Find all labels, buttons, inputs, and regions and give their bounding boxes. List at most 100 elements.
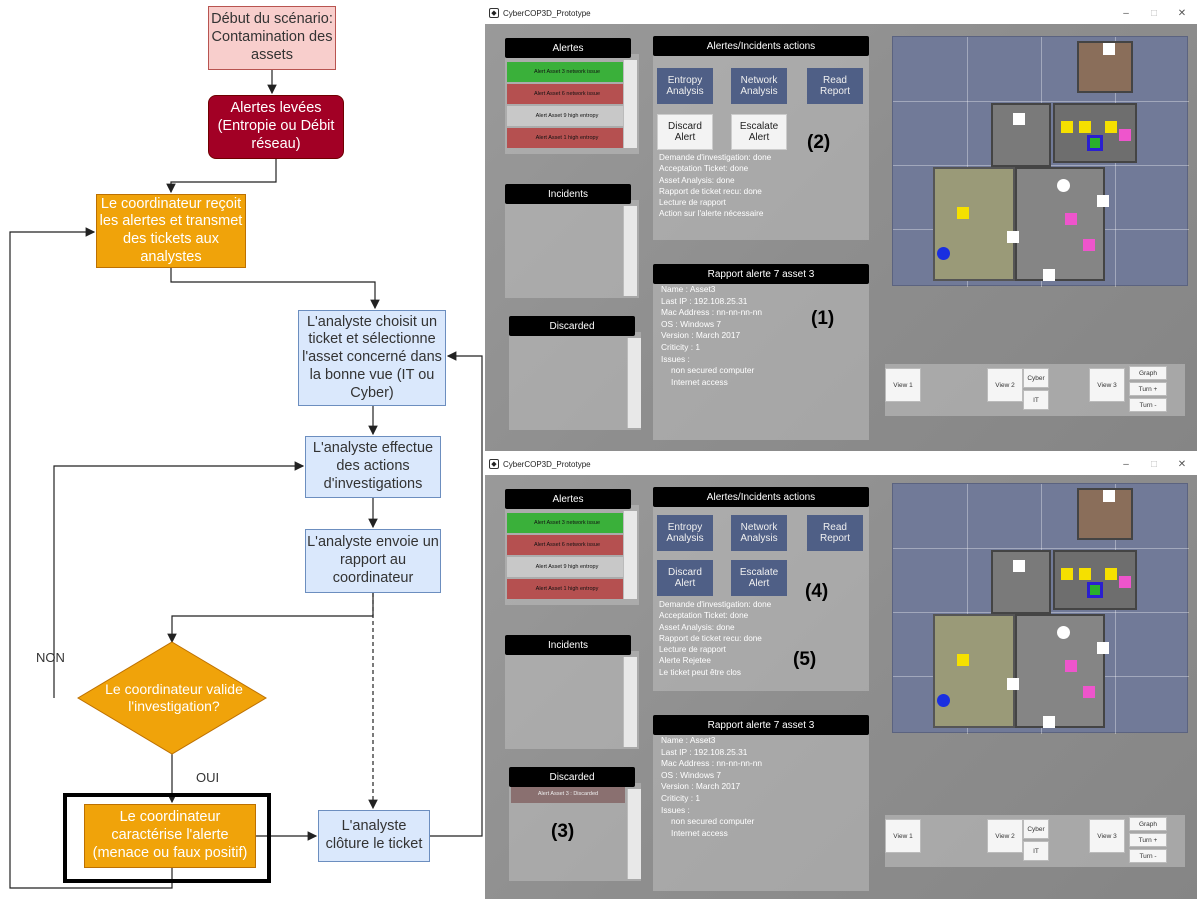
- asset-marker[interactable]: [957, 654, 969, 666]
- selected-asset-marker[interactable]: [1087, 582, 1103, 598]
- discarded-item[interactable]: Alert Asset 3 : Discarded: [511, 785, 625, 803]
- entropy-analysis-button[interactable]: Entropy Analysis: [657, 515, 713, 551]
- asset-marker[interactable]: [1057, 626, 1070, 639]
- entropy-analysis-button[interactable]: Entropy Analysis: [657, 68, 713, 104]
- view1-button[interactable]: View 1: [885, 819, 921, 853]
- report-panel: [653, 278, 869, 440]
- asset-marker[interactable]: [1103, 43, 1115, 55]
- alerts-header: Alertes: [505, 489, 631, 509]
- discard-alert-button[interactable]: Discard Alert: [657, 560, 713, 596]
- view-controls: View 1 View 2 Cyber IT View 3 Graph Turn…: [885, 815, 1185, 867]
- asset-marker[interactable]: [1013, 560, 1025, 572]
- report-line: Last IP : 192.108.25.31: [661, 746, 748, 757]
- incidents-scrollbar[interactable]: [623, 657, 637, 747]
- asset-marker[interactable]: [1103, 490, 1115, 502]
- it-view-button[interactable]: IT: [1023, 390, 1049, 410]
- asset-marker[interactable]: [1043, 269, 1055, 281]
- titlebar: ◆ CyberCOP3D_Prototype – □ ✕: [485, 2, 1197, 24]
- view2-button[interactable]: View 2: [987, 368, 1023, 402]
- alert-item[interactable]: Alert Asset 9 high entropy: [507, 557, 627, 577]
- discarded-header: Discarded: [509, 316, 635, 336]
- maximize-icon[interactable]: □: [1150, 7, 1158, 19]
- discard-alert-button[interactable]: Discard Alert: [657, 114, 713, 150]
- view3-button[interactable]: View 3: [1089, 819, 1125, 853]
- it-view-button[interactable]: IT: [1023, 841, 1049, 861]
- cyber-view-button[interactable]: Cyber: [1023, 368, 1049, 388]
- incidents-scrollbar[interactable]: [623, 206, 637, 296]
- minimize-icon[interactable]: –: [1123, 458, 1129, 470]
- alert-item[interactable]: Alert Asset 3 network issue: [507, 62, 627, 82]
- asset-marker[interactable]: [1065, 213, 1077, 225]
- 3d-map-view[interactable]: [892, 483, 1189, 734]
- asset-marker[interactable]: [1065, 660, 1077, 672]
- asset-marker[interactable]: [1057, 179, 1070, 192]
- callout-actions: (2): [807, 132, 831, 153]
- asset-marker[interactable]: [1105, 568, 1117, 580]
- network-analysis-button[interactable]: Network Analysis: [731, 515, 787, 551]
- asset-marker[interactable]: [1061, 568, 1073, 580]
- asset-marker[interactable]: [1105, 121, 1117, 133]
- graph-button[interactable]: Graph: [1129, 366, 1167, 380]
- alert-item[interactable]: Alert Asset 1 high entropy: [507, 128, 627, 148]
- read-report-button[interactable]: Read Report: [807, 515, 863, 551]
- close-icon[interactable]: ✕: [1177, 458, 1187, 470]
- escalate-alert-button[interactable]: Escalate Alert: [731, 560, 787, 596]
- turn-plus-button[interactable]: Turn +: [1129, 382, 1167, 396]
- minimize-icon[interactable]: –: [1123, 7, 1129, 19]
- titlebar: ◆ CyberCOP3D_Prototype – □ ✕: [485, 453, 1197, 475]
- discarded-scrollbar[interactable]: [627, 789, 641, 879]
- asset-marker[interactable]: [957, 207, 969, 219]
- action-log: Demande d'investigation: done Acceptatio…: [659, 152, 771, 220]
- discarded-header: Discarded: [509, 767, 635, 787]
- asset-marker[interactable]: [1013, 113, 1025, 125]
- asset-marker[interactable]: [1097, 195, 1109, 207]
- alerts-list: Alert Asset 3 network issue Alert Asset …: [505, 54, 639, 154]
- graph-button[interactable]: Graph: [1129, 817, 1167, 831]
- escalate-alert-button[interactable]: Escalate Alert: [731, 114, 787, 150]
- log-line: Action sur l'alerte nécessaire: [659, 209, 764, 219]
- asset-marker[interactable]: [1083, 239, 1095, 251]
- 3d-map-view[interactable]: [892, 36, 1189, 287]
- network-analysis-button[interactable]: Network Analysis: [731, 68, 787, 104]
- label-no: NON: [36, 650, 65, 665]
- view1-button[interactable]: View 1: [885, 368, 921, 402]
- report-line: Name : Asset3: [661, 284, 716, 294]
- view2-button[interactable]: View 2: [987, 819, 1023, 853]
- scenario-flowchart: Début du scénario: Contamination des ass…: [0, 0, 485, 899]
- asset-marker[interactable]: [1079, 568, 1091, 580]
- alerts-scrollbar[interactable]: [623, 60, 637, 148]
- incidents-header: Incidents: [505, 184, 631, 204]
- alert-item[interactable]: Alert Asset 6 network issue: [507, 535, 627, 555]
- turn-minus-button[interactable]: Turn -: [1129, 398, 1167, 412]
- alert-item[interactable]: Alert Asset 9 high entropy: [507, 106, 627, 126]
- view3-button[interactable]: View 3: [1089, 368, 1125, 402]
- maximize-icon[interactable]: □: [1150, 458, 1158, 470]
- turn-minus-button[interactable]: Turn -: [1129, 849, 1167, 863]
- asset-marker[interactable]: [1119, 129, 1131, 141]
- asset-marker[interactable]: [1079, 121, 1091, 133]
- log-line: Le ticket peut être clos: [659, 667, 741, 677]
- read-report-button[interactable]: Read Report: [807, 68, 863, 104]
- selected-asset-marker[interactable]: [1087, 135, 1103, 151]
- asset-marker[interactable]: [1043, 716, 1055, 728]
- asset-marker[interactable]: [937, 247, 950, 260]
- callout-log: (5): [793, 649, 817, 670]
- asset-marker[interactable]: [1061, 121, 1073, 133]
- alerts-scrollbar[interactable]: [623, 511, 637, 599]
- alerts-raised-node: Alertes levées (Entropie ou Débit réseau…: [208, 95, 344, 159]
- discarded-scrollbar[interactable]: [627, 338, 641, 428]
- cyber-view-button[interactable]: Cyber: [1023, 819, 1049, 839]
- asset-marker[interactable]: [1007, 678, 1019, 690]
- view-controls: View 1 View 2 Cyber IT View 3 Graph Turn…: [885, 364, 1185, 416]
- asset-marker[interactable]: [937, 694, 950, 707]
- turn-plus-button[interactable]: Turn +: [1129, 833, 1167, 847]
- asset-marker[interactable]: [1097, 642, 1109, 654]
- alert-item[interactable]: Alert Asset 1 high entropy: [507, 579, 627, 599]
- alert-item[interactable]: Alert Asset 3 network issue: [507, 513, 627, 533]
- asset-marker[interactable]: [1083, 686, 1095, 698]
- asset-marker[interactable]: [1119, 576, 1131, 588]
- asset-marker[interactable]: [1007, 231, 1019, 243]
- alert-item[interactable]: Alert Asset 6 network issue: [507, 84, 627, 104]
- close-icon[interactable]: ✕: [1177, 7, 1187, 19]
- report-details: Name : Asset3 Last IP : 192.108.25.31 Ma…: [661, 284, 762, 388]
